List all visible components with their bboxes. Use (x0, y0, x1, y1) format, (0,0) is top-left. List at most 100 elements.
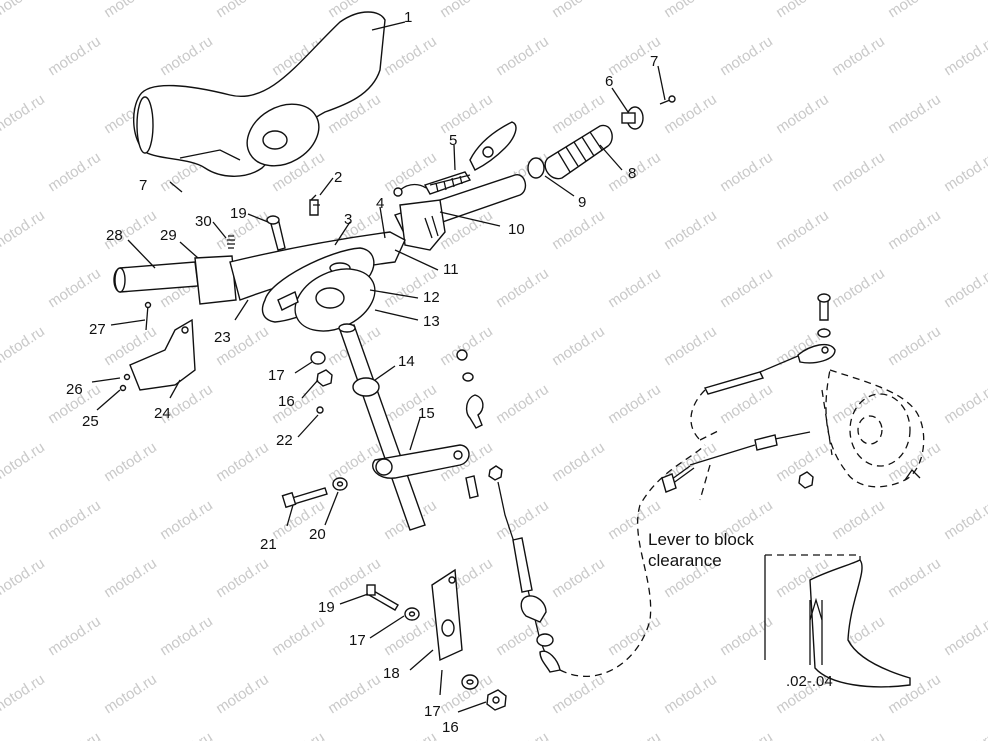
callout-21: 21 (260, 536, 277, 553)
watermark-text: motod.ru (437, 323, 496, 370)
callout-27: 27 (89, 321, 106, 338)
lever-note-line1: Lever to block (648, 530, 754, 549)
callout-25: 25 (82, 413, 99, 430)
callout-30: 30 (195, 213, 212, 230)
watermark-text: motod.ru (605, 613, 664, 660)
callout-28: 28 (106, 227, 123, 244)
watermark-text: motod.ru (941, 381, 988, 428)
watermark-text: motod.ru (717, 613, 776, 660)
callout-6: 6 (605, 73, 613, 90)
watermark-text: motod.ru (549, 0, 608, 21)
watermark-text: motod.ru (549, 671, 608, 718)
callout-15: 15 (418, 405, 435, 422)
callout-17-middle: 17 (349, 632, 366, 649)
watermark-text: motod.ru (101, 0, 160, 21)
callout-11: 11 (443, 261, 459, 278)
end-cap (621, 106, 644, 130)
steering-arm (372, 444, 470, 479)
watermark-text: motod.ru (885, 323, 944, 370)
watermark-text: motod.ru (0, 91, 48, 138)
lower-bracket (431, 568, 463, 662)
watermark-text: motod.ru (493, 33, 552, 80)
callout-2: 2 (334, 169, 342, 186)
washer-20 (332, 477, 348, 491)
watermark-text: motod.ru (269, 729, 328, 741)
callout-8: 8 (628, 165, 636, 182)
watermark-text: motod.ru (661, 207, 720, 254)
watermark-text: motod.ru (885, 555, 944, 602)
callout-17-upper: 17 (268, 367, 285, 384)
washer-17-lower (404, 607, 420, 621)
watermark-text: motod.ru (549, 207, 608, 254)
watermark-text: motod.ru (885, 207, 944, 254)
watermark-text: motod.ru (829, 381, 888, 428)
callout-22: 22 (276, 432, 293, 449)
callout-7-top: 7 (650, 53, 658, 70)
watermark-text: motod.ru (269, 613, 328, 660)
watermark-text: motod.ru (493, 497, 552, 544)
watermark-text: motod.ru (157, 613, 216, 660)
watermark-text: motod.ru (213, 555, 272, 602)
callout-29: 29 (160, 227, 177, 244)
watermark-text: motod.ru (0, 0, 48, 21)
callout-20: 20 (309, 526, 326, 543)
callout-17-lower: 17 (424, 703, 441, 720)
fastener-25-26 (119, 373, 131, 392)
watermark-text: motod.ru (157, 729, 216, 741)
watermark-text: motod.ru (45, 33, 104, 80)
watermark-text: motod.ru (605, 265, 664, 312)
callout-18: 18 (383, 665, 400, 682)
watermark-text: motod.ru (549, 555, 608, 602)
carburetor-cable (661, 293, 836, 501)
watermark-text: motod.ru (661, 323, 720, 370)
nut-16-upper (316, 369, 333, 387)
callout-16-upper: 16 (278, 393, 295, 410)
watermark-text: motod.ru (101, 671, 160, 718)
watermark-text: motod.ru (941, 265, 988, 312)
watermark-text: motod.ru (45, 729, 104, 741)
watermark-text: motod.ru (717, 149, 776, 196)
watermark-text: motod.ru (605, 729, 664, 741)
washer-17-bottom (461, 674, 479, 690)
grip-bushing (527, 157, 545, 179)
bolt-2 (309, 194, 320, 216)
watermark-text: motod.ru (717, 33, 776, 80)
watermark-text: motod.ru (45, 613, 104, 660)
callout-26: 26 (66, 381, 83, 398)
watermark-text: motod.ru (773, 91, 832, 138)
watermark-text: motod.ru (941, 33, 988, 80)
callout-9: 9 (578, 194, 586, 211)
watermark-text: motod.ru (549, 323, 608, 370)
watermark-text: motod.ru (0, 555, 48, 602)
watermark-text: motod.ru (0, 207, 48, 254)
watermark-text: motod.ru (493, 729, 552, 741)
watermark-text: motod.ru (829, 497, 888, 544)
handlebar-grip (544, 124, 613, 180)
watermark-text: motod.ru (885, 91, 944, 138)
bolt-19-upper (266, 215, 286, 251)
watermark-text: motod.ru (381, 729, 440, 741)
callout-24: 24 (154, 405, 171, 422)
leader-lines (91, 21, 666, 713)
watermark-text: motod.ru (213, 439, 272, 486)
watermark-text: motod.ru (829, 149, 888, 196)
bolt-21 (281, 487, 328, 509)
watermark-text: motod.ru (493, 265, 552, 312)
watermark-text: motod.ru (0, 323, 48, 370)
callout-16-lower: 16 (442, 719, 459, 736)
watermark-text: motod.ru (773, 207, 832, 254)
watermark-text: motod.ru (829, 33, 888, 80)
callout-numbers: 1 2 3 4 5 6 7 7 8 9 10 11 12 13 14 15 16… (66, 9, 658, 736)
watermark-text: motod.ru (773, 0, 832, 21)
watermark-text: motod.ru (45, 149, 104, 196)
watermark-text: motod.ru (325, 671, 384, 718)
callout-19-upper: 19 (230, 205, 247, 222)
callout-12: 12 (423, 289, 440, 306)
nut-16-bottom (486, 689, 507, 711)
bolt-19-lower (366, 584, 399, 611)
watermark-text: motod.ru (213, 671, 272, 718)
spring-30 (227, 235, 235, 249)
callout-5: 5 (449, 132, 457, 149)
watermark-text: motod.ru (661, 671, 720, 718)
